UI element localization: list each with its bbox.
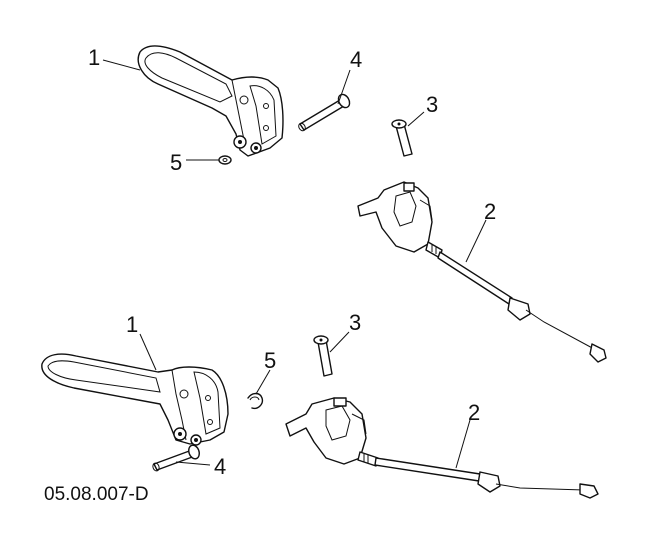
callout-bottom-lever: 1: [126, 312, 138, 337]
drawing-code: 05.08.007-D: [44, 484, 149, 505]
leader-bottom-pin: [175, 461, 211, 466]
lower-clip: [247, 392, 264, 410]
upper-bolt: [391, 119, 413, 157]
callout-bottom-bolt: 3: [349, 310, 361, 335]
callout-bottom-pin: 4: [214, 454, 226, 479]
leader-bottom-bolt: [329, 331, 350, 353]
lower-pivot-pin: [152, 444, 200, 472]
lower-bolt: [313, 335, 333, 377]
leader-bottom-lever: [139, 333, 157, 371]
callout-top-pin: 4: [350, 47, 362, 72]
leader-bottom-clip: [255, 369, 271, 395]
callout-top-cable: 2: [484, 199, 496, 224]
callout-top-lever: 1: [88, 45, 100, 70]
upper-lever-assembly: [137, 45, 284, 157]
callout-bottom-cable: 2: [468, 400, 480, 425]
callout-top-clip: 5: [170, 150, 182, 175]
lower-lever-assembly: [41, 353, 229, 446]
callout-bottom-clip: 5: [264, 348, 276, 373]
upper-pivot-pin: [298, 93, 351, 132]
callout-top-bolt: 3: [426, 92, 438, 117]
leader-top-pin: [337, 69, 351, 105]
upper-clip: [218, 155, 232, 165]
leader-top-cable: [465, 219, 487, 263]
upper-throttle-cable: [357, 181, 607, 363]
lower-throttle-cable: [285, 397, 599, 499]
leader-lines: [102, 59, 487, 469]
leader-top-bolt: [407, 111, 425, 127]
leader-bottom-cable: [455, 419, 471, 469]
leader-top-lever: [102, 59, 141, 71]
